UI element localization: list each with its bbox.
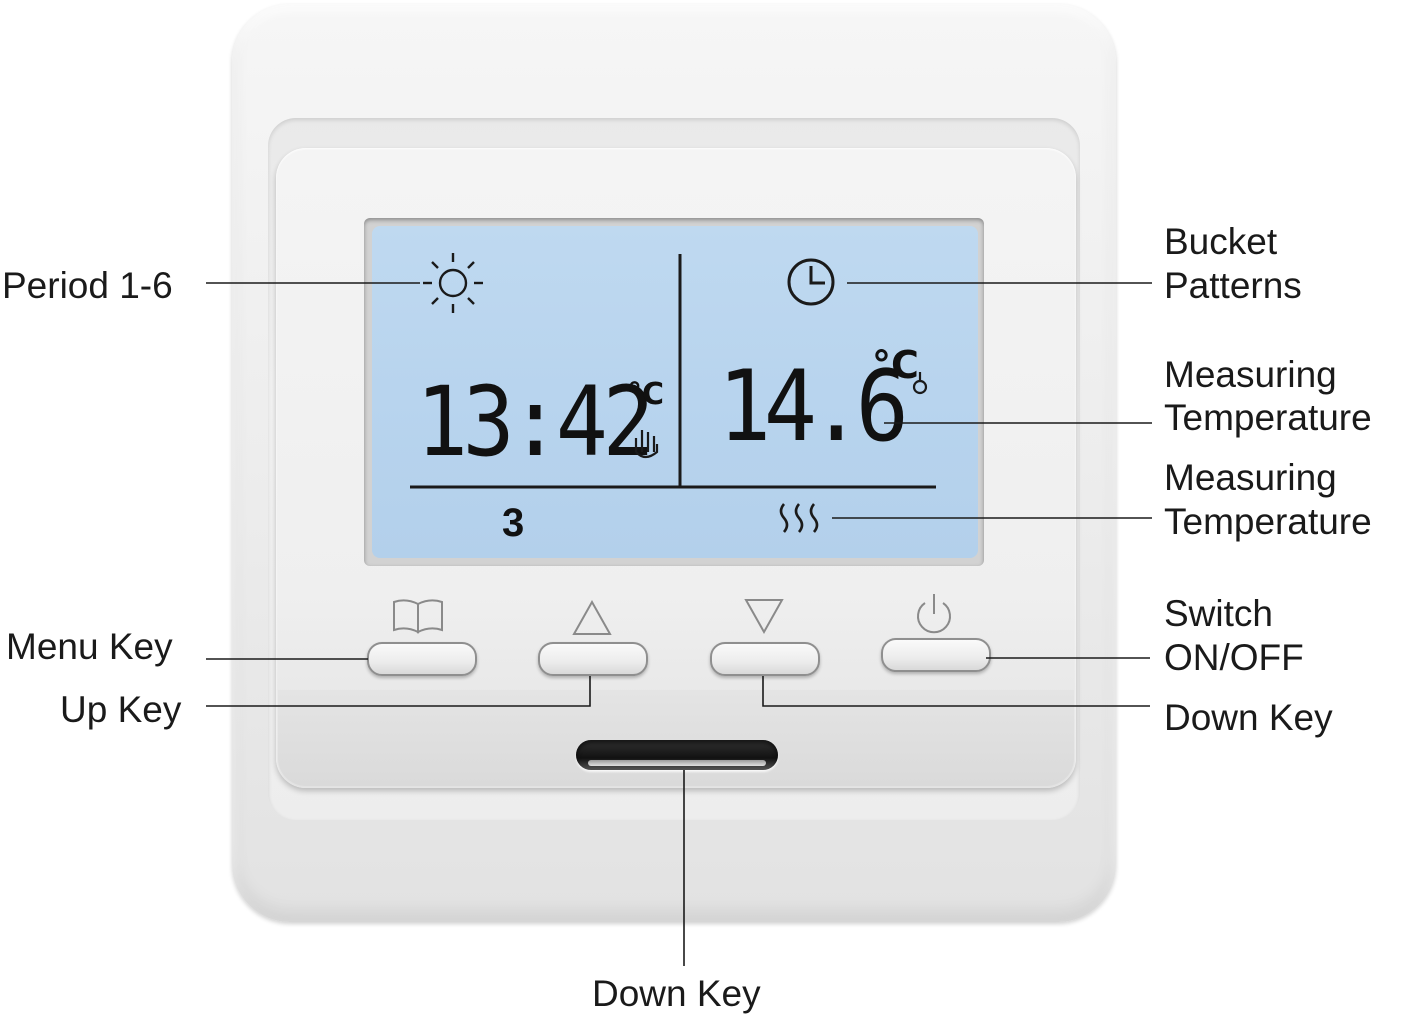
down-key-button[interactable] bbox=[710, 642, 820, 676]
label-down-key-bottom: Down Key bbox=[592, 973, 761, 1014]
leader-up-key bbox=[206, 676, 591, 707]
power-key-button[interactable] bbox=[881, 638, 991, 672]
lcd-screen bbox=[372, 226, 978, 558]
power-icon bbox=[917, 594, 951, 634]
label-period: Period 1-6 bbox=[2, 265, 173, 306]
label-switch-line2: ON/OFF bbox=[1164, 637, 1304, 678]
heat-waves-icon bbox=[779, 503, 819, 533]
label-bucket-line1: Bucket bbox=[1164, 221, 1278, 262]
leader-lines bbox=[206, 282, 1152, 966]
label-measuring-1-line1: Measuring bbox=[1164, 354, 1337, 395]
clock-icon bbox=[787, 258, 835, 306]
lcd-clock-unit: °C bbox=[627, 377, 665, 412]
lcd-period-number: 3 bbox=[502, 501, 525, 545]
label-down-key-right: Down Key bbox=[1164, 697, 1333, 738]
label-measuring-1-line2: Temperature bbox=[1164, 397, 1372, 438]
triangle-up-icon bbox=[572, 599, 612, 635]
book-icon bbox=[393, 599, 443, 634]
hand-icon bbox=[634, 430, 659, 459]
label-bucket-line2: Patterns bbox=[1164, 265, 1302, 306]
lcd-temperature-unit: °C bbox=[872, 343, 919, 387]
front-slot-highlight bbox=[588, 760, 766, 766]
label-measuring-2-line1: Measuring bbox=[1164, 457, 1337, 498]
sun-icon bbox=[423, 253, 483, 313]
label-menu-key: Menu Key bbox=[6, 626, 173, 667]
lcd-temperature-readout: 14.6 bbox=[718, 350, 909, 464]
thermometer-drop-icon bbox=[912, 372, 928, 395]
up-key-button[interactable] bbox=[538, 642, 648, 676]
triangle-down-icon bbox=[744, 599, 784, 635]
leader-down-key-right bbox=[762, 676, 1150, 707]
label-switch-line1: Switch bbox=[1164, 593, 1273, 634]
menu-key-button[interactable] bbox=[367, 642, 477, 676]
label-measuring-2-line2: Temperature bbox=[1164, 501, 1372, 542]
label-up-key: Up Key bbox=[60, 689, 182, 730]
lcd-clock-readout: 13:42 bbox=[416, 366, 654, 478]
